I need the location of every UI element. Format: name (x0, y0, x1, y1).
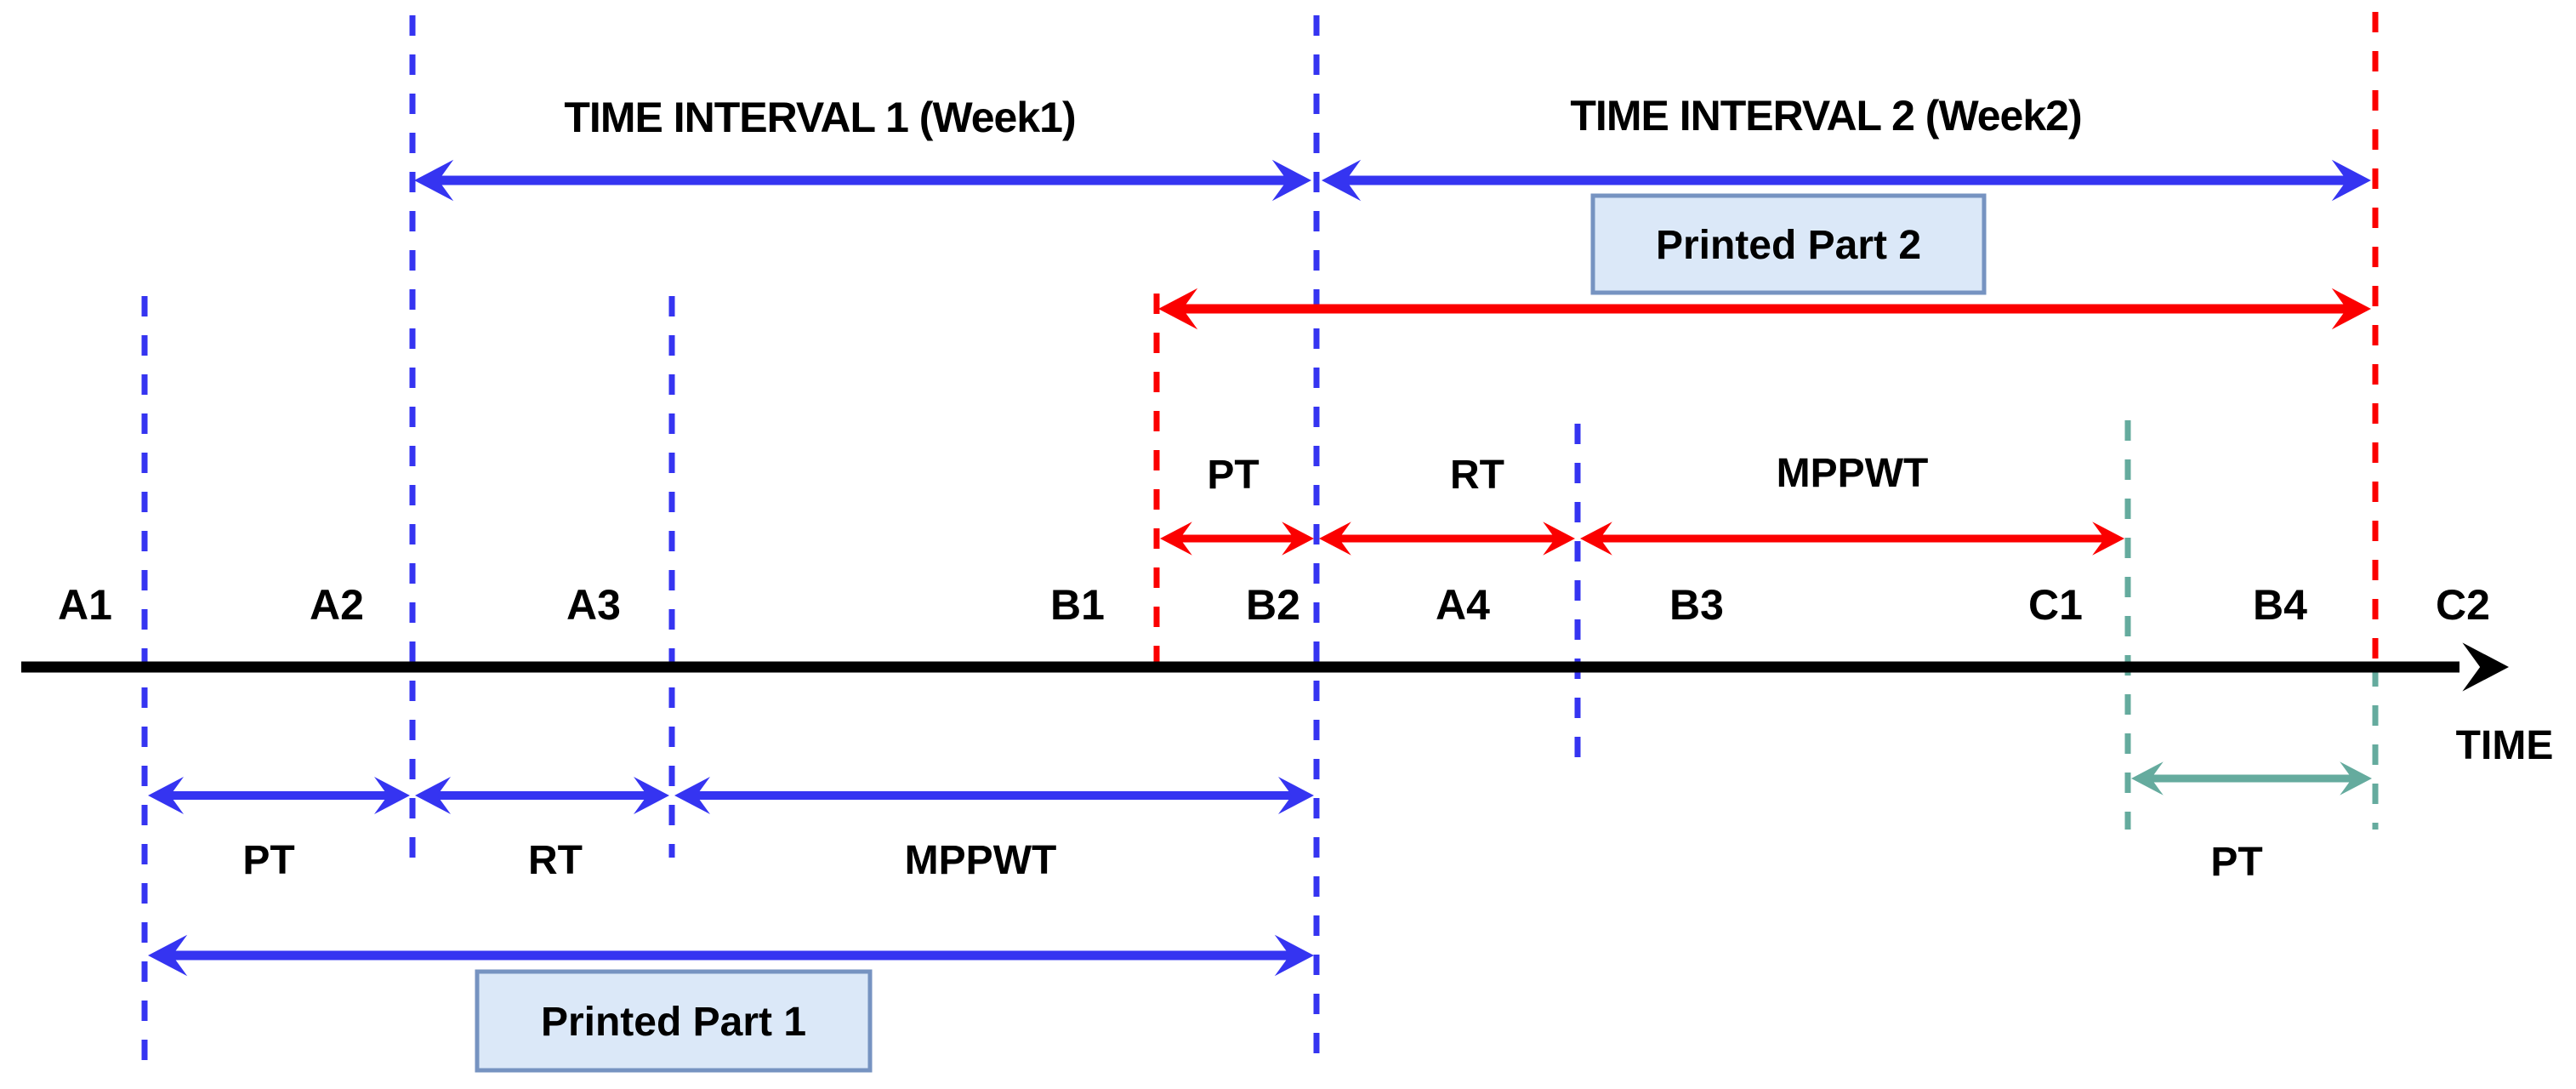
mppwt-blue-arrow-left-arrowhead-icon (674, 777, 710, 814)
milestone-label-b2: B2 (1246, 581, 1300, 629)
mppwt-blue-label: MPPWT (905, 838, 1057, 883)
pt-teal-label: PT (2210, 840, 2262, 885)
rt-red-arrow-right-arrowhead-icon (1543, 522, 1575, 556)
printed-part-1-arrow-left-arrowhead-icon (148, 934, 188, 977)
mppwt-red-arrow-left-arrowhead-icon (1580, 522, 1612, 556)
pt-red-arrow-left-arrowhead-icon (1160, 522, 1192, 556)
time-axis-arrowhead-icon (2462, 642, 2509, 692)
printed-part-1-box-label: Printed Part 1 (541, 1000, 806, 1045)
pt-red-label: PT (1207, 453, 1259, 498)
printed-part-2-box (1590, 193, 1987, 295)
rt-blue-arrow-left-arrowhead-icon (415, 777, 451, 814)
rt-blue-label: RT (528, 838, 583, 883)
milestone-label-b3: B3 (1669, 581, 1724, 629)
milestone-label-b4: B4 (2253, 581, 2307, 629)
printed-part-2-arrow-left-arrowhead-icon (1158, 288, 1198, 330)
time-interval-1-arrow-left-arrowhead-icon (414, 159, 454, 202)
milestone-label-b1: B1 (1050, 581, 1105, 629)
mppwt-red-arrow-right-arrowhead-icon (2092, 522, 2124, 556)
printed-part-1-arrow-right-arrowhead-icon (1274, 934, 1314, 977)
time-interval-1-title: TIME INTERVAL 1 (Week1) (564, 94, 1075, 141)
pt-teal-arrow-left-arrowhead-icon (2131, 761, 2164, 795)
pt-red-arrow-right-arrowhead-icon (1282, 522, 1314, 556)
milestone-label-a2: A2 (310, 581, 364, 629)
time-axis-label: TIME (2456, 723, 2554, 768)
rt-red-arrow-left-arrowhead-icon (1319, 522, 1351, 556)
rt-blue-arrow-right-arrowhead-icon (634, 777, 669, 814)
rt-red-label: RT (1450, 453, 1504, 498)
milestone-label-c1: C1 (2028, 581, 2083, 629)
pt-blue-label: PT (242, 838, 294, 883)
mppwt-blue-arrow-right-arrowhead-icon (1278, 777, 1314, 814)
time-interval-2-arrow-left-arrowhead-icon (1322, 159, 1362, 202)
printed-part-2-arrow-right-arrowhead-icon (2331, 288, 2371, 330)
time-interval-1-arrow-right-arrowhead-icon (1271, 159, 1311, 202)
milestone-label-a1: A1 (58, 581, 112, 629)
pt-blue-arrow-left-arrowhead-icon (148, 777, 184, 814)
printed-part-1-box (475, 969, 873, 1073)
mppwt-red-label: MPPWT (1777, 451, 1929, 496)
milestone-label-a3: A3 (566, 581, 621, 629)
pt-blue-arrow-right-arrowhead-icon (374, 777, 410, 814)
printed-part-2-box-label: Printed Part 2 (1656, 223, 1921, 268)
time-interval-2-title: TIME INTERVAL 2 (Week2) (1570, 92, 2081, 140)
milestone-label-c2: C2 (2436, 581, 2490, 629)
time-interval-2-arrow-right-arrowhead-icon (2331, 159, 2371, 202)
pt-teal-arrow-right-arrowhead-icon (2340, 761, 2372, 795)
milestone-label-a4: A4 (1436, 581, 1490, 629)
